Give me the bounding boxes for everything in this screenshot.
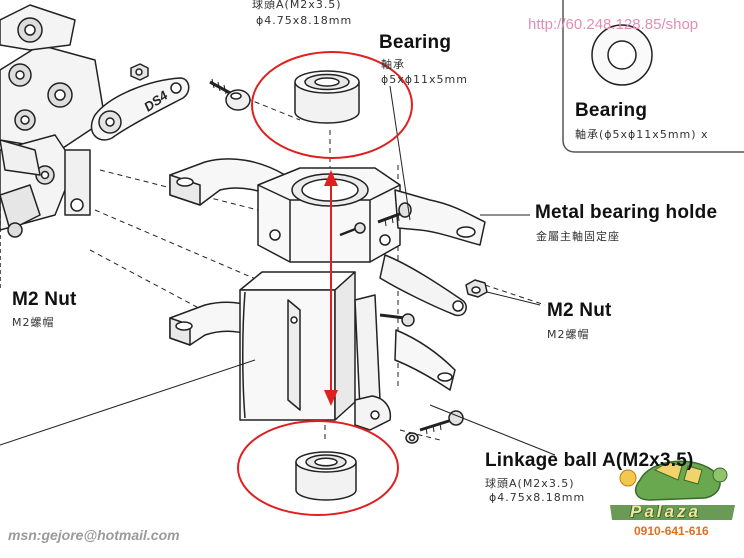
watermark-url: http://60.248.128.85/shop xyxy=(528,16,699,33)
leader-lines xyxy=(0,85,556,456)
bearing-label-cn: 軸承 xyxy=(381,58,405,71)
inset-bearing-label: Bearing xyxy=(575,100,648,121)
bottom-bearing-highlight-circle xyxy=(237,420,399,516)
linkage-ball-label-size: ϕ4.75x8.18mm xyxy=(489,491,586,504)
bottom-bearing-part xyxy=(295,451,357,501)
inset-bearing-detail: 軸承(ϕ5xϕ11x5mm) x xyxy=(575,128,709,141)
watermark-email: msn:gejore@hotmail.com xyxy=(8,527,180,543)
bearing-label-size: ϕ5xϕ11x5mm xyxy=(381,73,468,86)
top-ball-label-cn: 球頭A(M2x3.5) xyxy=(252,0,342,11)
servo-arm-part xyxy=(379,254,467,317)
top-bearing-part xyxy=(294,70,360,124)
right-m2-nut-part xyxy=(465,279,488,298)
right-m2-nut-label: M2 Nut xyxy=(547,300,612,321)
metal-holder-label: Metal bearing holde xyxy=(535,202,718,223)
right-m2-nut-label-cn: M2螺帽 xyxy=(547,328,590,341)
top-linkage-ball xyxy=(209,78,251,111)
left-lower-arm xyxy=(169,301,261,346)
bearing-label: Bearing xyxy=(379,32,452,53)
top-bearing-highlight-circle xyxy=(251,51,413,159)
logo-phone: 0910-641-616 xyxy=(634,524,709,538)
logo-text: Palaza xyxy=(630,502,701,521)
top-ball-label-size: ϕ4.75x8.18mm xyxy=(256,14,353,27)
left-m2-nut-label-cn: M2螺帽 xyxy=(12,316,55,329)
left-servo-assembly xyxy=(0,4,190,290)
arrow-heads xyxy=(324,170,338,406)
servo-body-part xyxy=(239,271,356,421)
linkage-ball-label: Linkage ball A(M2x3.5) xyxy=(485,450,694,471)
metal-bearing-holder-part xyxy=(257,167,486,263)
metal-holder-label-cn: 金屬主軸固定座 xyxy=(536,230,620,243)
right-lower-assembly xyxy=(354,294,464,444)
palaza-logo xyxy=(610,460,735,520)
left-m2-nut-label: M2 Nut xyxy=(12,289,77,310)
red-highlights xyxy=(237,51,413,516)
bearing-inset-box xyxy=(562,0,744,153)
linkage-ball-label-cn: 球頭A(M2x3.5) xyxy=(485,477,575,490)
